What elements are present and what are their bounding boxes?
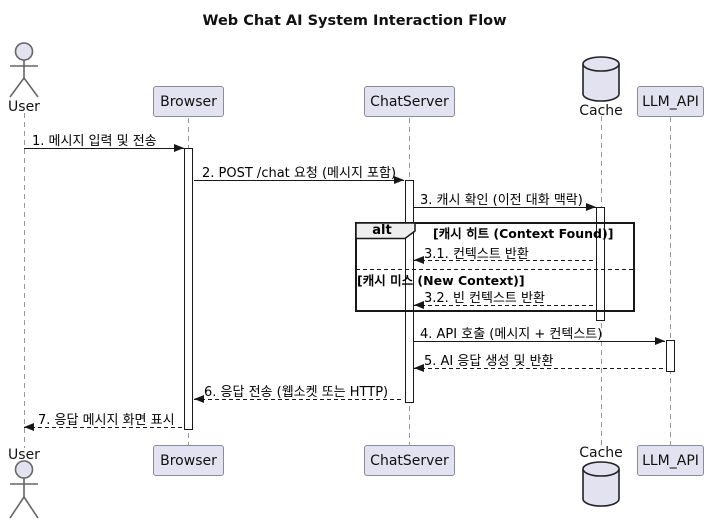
arrowhead-icon	[174, 144, 184, 152]
arrowhead-icon	[394, 176, 404, 184]
alt-operator-label: alt	[372, 223, 392, 238]
message-7-arrow	[24, 423, 184, 431]
alt-operator-pentagon-icon	[355, 222, 416, 240]
arrowhead-icon	[414, 364, 424, 372]
message-3-arrow	[414, 203, 596, 211]
arrowhead-icon	[586, 203, 596, 211]
alt-divider	[356, 269, 634, 270]
message-6-label: 6. 응답 전송 (웹소켓 또는 HTTP)	[204, 385, 389, 400]
message-5-arrow	[414, 364, 665, 372]
message-2-label: 2. POST /chat 요청 (메시지 포함)	[202, 166, 397, 181]
message-7-label: 7. 응답 메시지 화면 표시	[38, 413, 175, 428]
arrowhead-icon	[414, 301, 424, 309]
chatserver-box-bottom: ChatServer	[364, 445, 455, 476]
cache-cylinder-icon-top	[582, 56, 620, 102]
browser-box-bottom: Browser	[153, 445, 224, 476]
llm-api-activation-bar	[665, 340, 675, 372]
user-lifeline	[23, 113, 25, 448]
message-3-label: 3. 캐시 확인 (이전 대화 맥락)	[420, 193, 583, 208]
arrowhead-icon	[24, 423, 34, 431]
cache-cylinder-icon-bottom	[582, 461, 620, 507]
cache-activation-bar	[596, 207, 605, 321]
user-label-bottom: User	[8, 447, 40, 463]
cache-label-top: Cache	[579, 103, 623, 119]
cache-label-bottom: Cache	[579, 445, 623, 461]
message-3-2-label: 3.2. 빈 컨텍스트 반환	[424, 291, 545, 306]
message-1-label: 1. 메시지 입력 및 전송	[32, 134, 157, 149]
message-5-label: 5. AI 응답 생성 및 반환	[424, 354, 554, 369]
message-4-arrow	[414, 337, 665, 345]
alt-condition-hit: [캐시 히트 (Context Found)]	[433, 226, 614, 241]
browser-activation-bar	[183, 148, 193, 430]
page-title: Web Chat AI System Interaction Flow	[202, 13, 507, 29]
message-3-2-arrow	[414, 301, 596, 309]
user-label-top: User	[8, 99, 40, 115]
llm-api-box-top: LLM_API	[637, 86, 704, 117]
message-1-arrow	[24, 144, 184, 152]
arrowhead-icon	[655, 337, 665, 345]
llm-api-lifeline	[670, 117, 671, 446]
message-3-1-arrow	[414, 256, 596, 264]
alt-condition-miss: [캐시 미스 (New Context)]	[357, 273, 525, 288]
user-actor-icon	[9, 42, 39, 98]
arrowhead-icon	[194, 395, 204, 403]
message-6-arrow	[194, 395, 404, 403]
message-3-1-label: 3.1. 컨텍스트 반환	[424, 247, 529, 262]
browser-box-top: Browser	[153, 86, 224, 117]
llm-api-box-bottom: LLM_API	[637, 445, 704, 476]
user-actor-icon-bottom	[9, 460, 39, 519]
chatserver-box-top: ChatServer	[364, 86, 455, 117]
arrowhead-icon	[414, 256, 424, 264]
message-4-label: 4. API 호출 (메시지 + 컨텍스트)	[420, 327, 603, 342]
alt-fragment	[355, 222, 635, 312]
message-2-arrow	[194, 176, 404, 184]
chatserver-activation-bar	[404, 180, 414, 403]
